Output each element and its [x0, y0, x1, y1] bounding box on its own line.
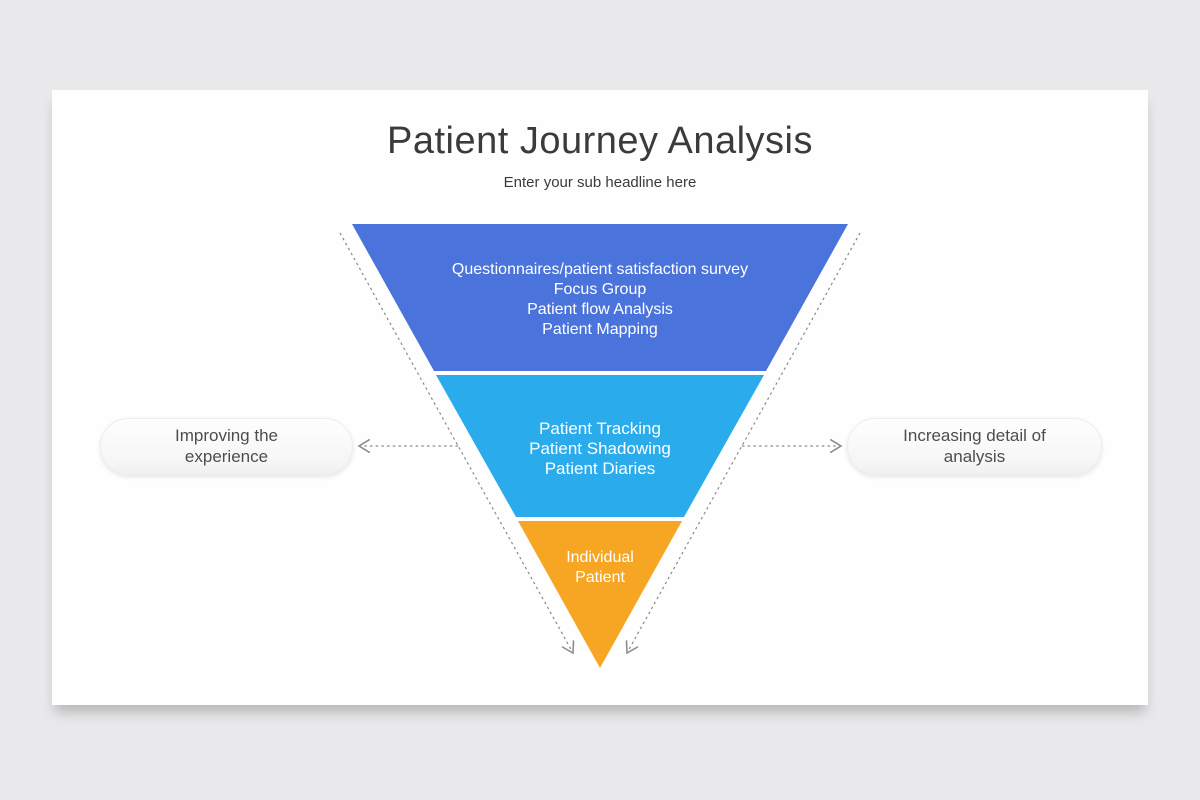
funnel-section-middle	[436, 375, 764, 517]
funnel-top-line-2: Focus Group	[554, 281, 647, 298]
page-subtitle: Enter your sub headline here	[503, 174, 697, 191]
funnel-top-line-3: Patient flow Analysis	[527, 301, 673, 318]
funnel-bottom-line-2: Patient	[575, 569, 625, 586]
funnel-middle-line-2: Patient Shadowing	[529, 439, 671, 458]
side-label-left-text: Improving the experience	[175, 426, 278, 466]
funnel-top-line-4: Patient Mapping	[542, 321, 658, 338]
side-label-increasing-detail: Increasing detail of analysis	[847, 418, 1102, 475]
dashed-diagonal-left-arrow	[339, 232, 575, 655]
funnel-middle-line-1: Patient Tracking	[539, 419, 661, 438]
funnel-middle-line-3: Patient Diaries	[545, 459, 656, 478]
page-title: Patient Journey Analysis	[386, 120, 813, 162]
slide-canvas: Patient Journey Analysis Enter your sub …	[52, 90, 1148, 705]
side-label-improving-experience: Improving the experience	[100, 418, 353, 475]
funnel-bottom-line-1: Individual	[566, 549, 634, 566]
funnel-section-bottom	[518, 521, 682, 668]
funnel-section-top	[352, 224, 848, 371]
funnel-diagram: Questionnaires/patient satisfaction surv…	[339, 224, 861, 668]
dashed-diagonal-right-arrow	[625, 232, 861, 655]
side-label-right-text: Increasing detail of analysis	[903, 426, 1046, 466]
funnel-top-line-1: Questionnaires/patient satisfaction surv…	[452, 261, 748, 278]
